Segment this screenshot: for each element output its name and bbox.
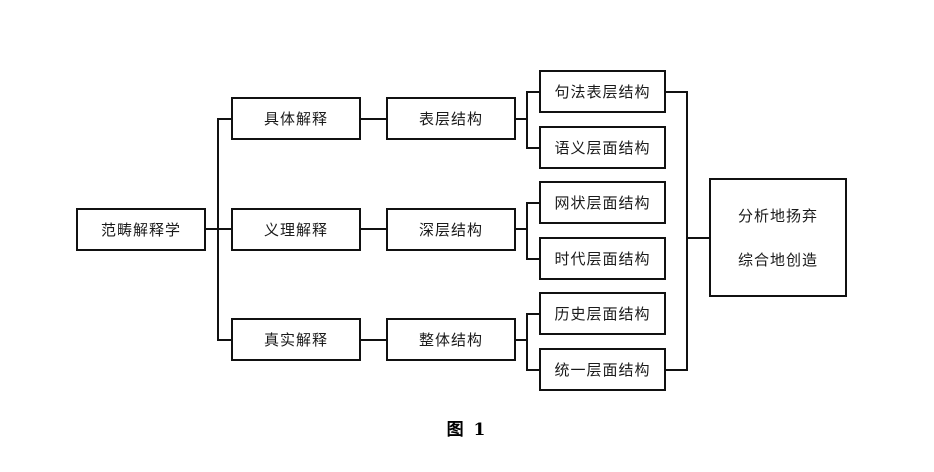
connector-bracket-3-to-k6 bbox=[526, 369, 541, 371]
node-level3-2: 深层结构 bbox=[386, 208, 516, 251]
connector-bracket-1-to-k2 bbox=[526, 147, 541, 149]
connector-l3-2-out bbox=[516, 228, 528, 230]
connector-bracket-3-to-k5 bbox=[526, 313, 541, 315]
connector-bracket-1 bbox=[526, 91, 528, 148]
connector-right-trunk-to-final bbox=[686, 237, 710, 239]
connector-bracket-1-to-k1 bbox=[526, 91, 541, 93]
node-level3-2-label: 深层结构 bbox=[418, 220, 483, 239]
node-root: 范畴解释学 bbox=[76, 208, 206, 251]
node-level4-2: 语义层面结构 bbox=[539, 126, 666, 169]
node-level4-5-label: 历史层面结构 bbox=[554, 304, 651, 323]
node-level4-3: 网状层面结构 bbox=[539, 181, 666, 224]
connector-root-out bbox=[206, 228, 218, 230]
node-level2-3: 真实解释 bbox=[231, 318, 361, 361]
node-level4-3-label: 网状层面结构 bbox=[554, 193, 651, 212]
node-level2-1: 具体解释 bbox=[231, 97, 361, 140]
connector-l2-2-to-l3-2 bbox=[361, 228, 386, 230]
connector-trunk-to-l2-1 bbox=[217, 118, 232, 120]
connector-k6-to-right-trunk bbox=[666, 369, 688, 371]
connector-bracket-2-to-k4 bbox=[526, 258, 541, 260]
connector-l2-1-to-l3-1 bbox=[361, 118, 386, 120]
connector-right-trunk bbox=[686, 91, 688, 371]
node-root-label: 范畴解释学 bbox=[100, 220, 181, 239]
node-level3-1-label: 表层结构 bbox=[418, 109, 483, 128]
node-level4-5: 历史层面结构 bbox=[539, 292, 666, 335]
node-level2-1-label: 具体解释 bbox=[263, 109, 328, 128]
node-level4-1-label: 句法表层结构 bbox=[554, 82, 651, 101]
node-level2-2-label: 义理解释 bbox=[263, 220, 328, 239]
connector-bracket-2-to-k3 bbox=[526, 202, 541, 204]
node-level3-3-label: 整体结构 bbox=[418, 330, 483, 349]
node-level3-3: 整体结构 bbox=[386, 318, 516, 361]
node-level4-6: 统一层面结构 bbox=[539, 348, 666, 391]
node-result: 分析地扬弃 综合地创造 bbox=[709, 178, 847, 297]
connector-trunk-to-l2-3 bbox=[217, 339, 232, 341]
node-level4-2-label: 语义层面结构 bbox=[554, 138, 651, 157]
node-level2-2: 义理解释 bbox=[231, 208, 361, 251]
node-level4-6-label: 统一层面结构 bbox=[554, 360, 651, 379]
node-level3-1: 表层结构 bbox=[386, 97, 516, 140]
node-result-line1: 分析地扬弃 bbox=[737, 206, 818, 225]
node-level4-1: 句法表层结构 bbox=[539, 70, 666, 113]
node-level2-3-label: 真实解释 bbox=[263, 330, 328, 349]
node-level4-4: 时代层面结构 bbox=[539, 237, 666, 280]
connector-trunk-to-l2-2 bbox=[217, 228, 232, 230]
connector-bracket-3 bbox=[526, 313, 528, 370]
connector-bracket-2 bbox=[526, 202, 528, 259]
connector-k1-to-right-trunk bbox=[666, 91, 688, 93]
figure-caption: 图 1 bbox=[446, 420, 488, 440]
connector-l3-1-out bbox=[516, 118, 528, 120]
connector-l3-3-out bbox=[516, 339, 528, 341]
connector-l2-3-to-l3-3 bbox=[361, 339, 386, 341]
node-level4-4-label: 时代层面结构 bbox=[554, 249, 651, 268]
node-result-line2: 综合地创造 bbox=[737, 250, 818, 269]
